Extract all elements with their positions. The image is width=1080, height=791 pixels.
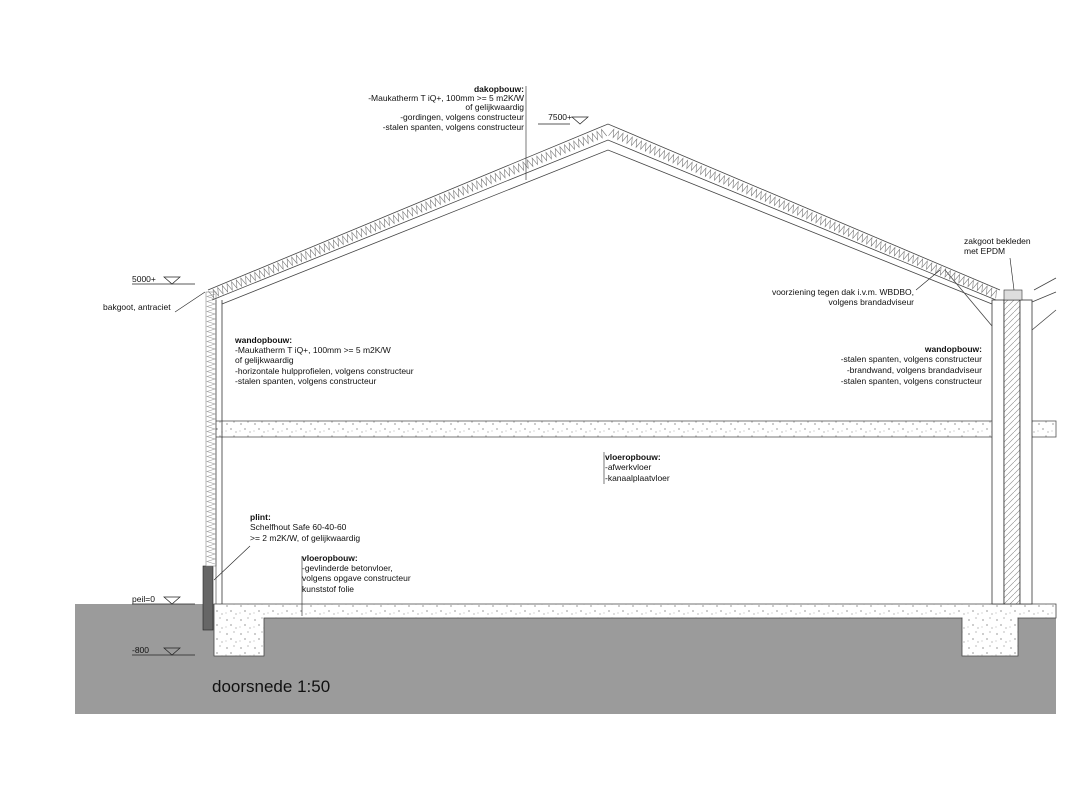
svg-text:volgens brandadviseur: volgens brandadviseur bbox=[828, 297, 914, 307]
ground-floor-note: vloeropbouw: -gevlinderde betonvloer, vo… bbox=[302, 553, 411, 594]
svg-text:-gevlinderde betonvloer,: -gevlinderde betonvloer, bbox=[302, 563, 393, 573]
svg-text:-stalen spanten, volgens const: -stalen spanten, volgens constructeur bbox=[841, 376, 982, 386]
svg-text:wandopbouw:: wandopbouw: bbox=[234, 335, 292, 345]
svg-text:-Maukatherm T iQ+, 100mm >= 5: -Maukatherm T iQ+, 100mm >= 5 m2K/W bbox=[235, 345, 391, 355]
roof bbox=[207, 123, 1057, 331]
svg-text:kunststof folie: kunststof folie bbox=[302, 584, 354, 594]
ground-floor-slab bbox=[213, 603, 1057, 657]
level-ridge: 7500+ bbox=[548, 112, 572, 122]
upper-floor-slab bbox=[211, 420, 1057, 438]
svg-text:wandopbouw:: wandopbouw: bbox=[924, 344, 982, 354]
wall-right-note: wandopbouw: -stalen spanten, volgens con… bbox=[841, 344, 982, 386]
svg-text:of gelijkwaardig: of gelijkwaardig bbox=[465, 102, 524, 112]
left-wall-zigzag bbox=[205, 293, 217, 565]
svg-text:-Maukatherm T iQ+, 100mm >= 5: -Maukatherm T iQ+, 100mm >= 5 m2K/W bbox=[368, 93, 524, 103]
gutter-right-note-2: met EPDM bbox=[964, 246, 1005, 256]
svg-text:>= 2 m2K/W, of gelijkwaardig: >= 2 m2K/W, of gelijkwaardig bbox=[250, 533, 360, 543]
svg-text:-stalen spanten, volgens const: -stalen spanten, volgens constructeur bbox=[383, 122, 524, 132]
svg-text:volgens opgave constructeur: volgens opgave constructeur bbox=[302, 573, 411, 583]
svg-text:-stalen spanten, volgens const: -stalen spanten, volgens constructeur bbox=[841, 354, 982, 364]
svg-text:-brandwand, volgens brandadvis: -brandwand, volgens brandadviseur bbox=[847, 365, 982, 375]
fire-note: voorziening tegen dak i.v.m. WBDBO, volg… bbox=[772, 287, 914, 307]
svg-text:dakopbouw:: dakopbouw: bbox=[474, 84, 524, 94]
gutter-right-note-1: zakgoot bekleden bbox=[964, 236, 1031, 246]
plinth bbox=[202, 565, 214, 631]
level-floor: peil=0 bbox=[132, 594, 155, 604]
level-eaves: 5000+ bbox=[132, 274, 156, 284]
svg-text:-gordingen, volgens constructe: -gordingen, volgens constructeur bbox=[400, 112, 524, 122]
fire-wall bbox=[1003, 299, 1021, 605]
roof-note: dakopbouw: -Maukatherm T iQ+, 100mm >= 5… bbox=[368, 84, 524, 132]
svg-text:vloeropbouw:: vloeropbouw: bbox=[605, 452, 661, 462]
right-wall-left-column bbox=[991, 299, 1005, 605]
svg-text:-horizontale hulpprofielen, vo: -horizontale hulpprofielen, volgens cons… bbox=[235, 366, 414, 376]
svg-text:-afwerkvloer: -afwerkvloer bbox=[605, 462, 651, 472]
right-wall-right-column bbox=[1019, 299, 1033, 605]
svg-text:-kanaalplaatvloer: -kanaalplaatvloer bbox=[605, 473, 670, 483]
upper-floor-note: vloeropbouw: -afwerkvloer -kanaalplaatvl… bbox=[605, 452, 670, 483]
box-gutter bbox=[1003, 289, 1023, 301]
svg-text:of gelijkwaardig: of gelijkwaardig bbox=[235, 355, 294, 365]
svg-text:Schelfhout Safe 60-40-60: Schelfhout Safe 60-40-60 bbox=[250, 522, 347, 532]
plinth-note: plint: Schelfhout Safe 60-40-60 >= 2 m2K… bbox=[250, 512, 360, 543]
drawing-title: doorsnede 1:50 bbox=[212, 677, 330, 696]
svg-text:-stalen spanten, volgens const: -stalen spanten, volgens constructeur bbox=[235, 376, 376, 386]
roof-insulation-left bbox=[208, 128, 608, 299]
svg-text:vloeropbouw:: vloeropbouw: bbox=[302, 553, 358, 563]
wall-left-note: wandopbouw: -Maukatherm T iQ+, 100mm >= … bbox=[234, 335, 414, 386]
svg-text:plint:: plint: bbox=[250, 512, 271, 522]
level-markers bbox=[132, 116, 589, 656]
svg-text:voorziening tegen dak i.v.m. W: voorziening tegen dak i.v.m. WBDBO, bbox=[772, 287, 914, 297]
level-foundation: -800 bbox=[132, 645, 149, 655]
gutter-left-note: bakgoot, antraciet bbox=[103, 302, 171, 312]
roof-insulation-right bbox=[608, 128, 997, 299]
